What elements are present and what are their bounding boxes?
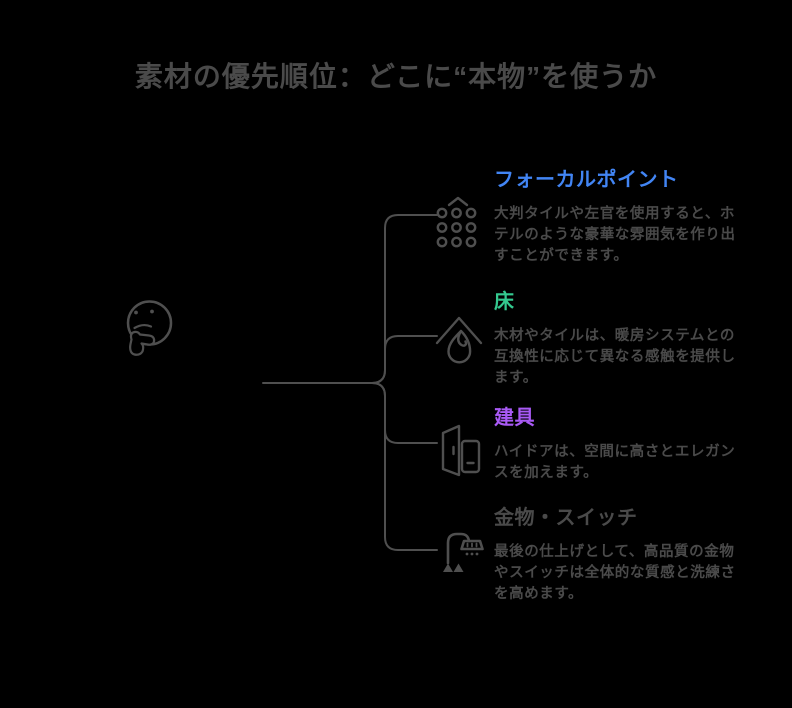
thinking-face-icon xyxy=(126,300,173,356)
door-icon xyxy=(441,424,481,477)
tile-grid-icon xyxy=(436,196,477,248)
branch-heading: 金物・スイッチ xyxy=(494,507,638,529)
branch-connector-lines xyxy=(262,214,438,551)
page-title: 素材の優先順位：どこに“本物”を使うか xyxy=(134,61,658,92)
branch-fittings: 建具 ハイドアは、空間に高さとエレガンスを加えます。 xyxy=(436,406,748,484)
hand-on-chin xyxy=(129,330,156,356)
branch-heading: フォーカルポイント xyxy=(494,169,679,191)
floor-heating-icon xyxy=(435,316,483,364)
branch-description: 大判タイルや左官を使用すると、ホテルのような豪華な雰囲気を作り出すことができます… xyxy=(494,206,736,264)
branch-heading: 床 xyxy=(494,291,515,313)
branch-description: 木材やタイルは、暖房システムとの互換性に応じて異なる感触を提供します。 xyxy=(494,328,736,386)
branch-hardware-switches: 金物・スイッチ 最後の仕上げとして、高品質の金物やスイッチは全体的な質感と洗練さ… xyxy=(436,506,748,605)
branch-focal-point: フォーカルポイント 大判タイルや左官を使用すると、ホテルのような豪華な雰囲気を作… xyxy=(436,168,748,267)
branch-description: 最後の仕上げとして、高品質の金物やスイッチは全体的な質感と洗練さを高めます。 xyxy=(494,544,736,602)
branch-heading: 建具 xyxy=(494,407,535,429)
branch-description: ハイドアは、空間に高さとエレガンスを加えます。 xyxy=(494,444,736,481)
shower-fixture-icon xyxy=(443,532,484,572)
branch-floor: 床 木材やタイルは、暖房システムとの互換性に応じて異なる感触を提供します。 xyxy=(435,290,748,389)
